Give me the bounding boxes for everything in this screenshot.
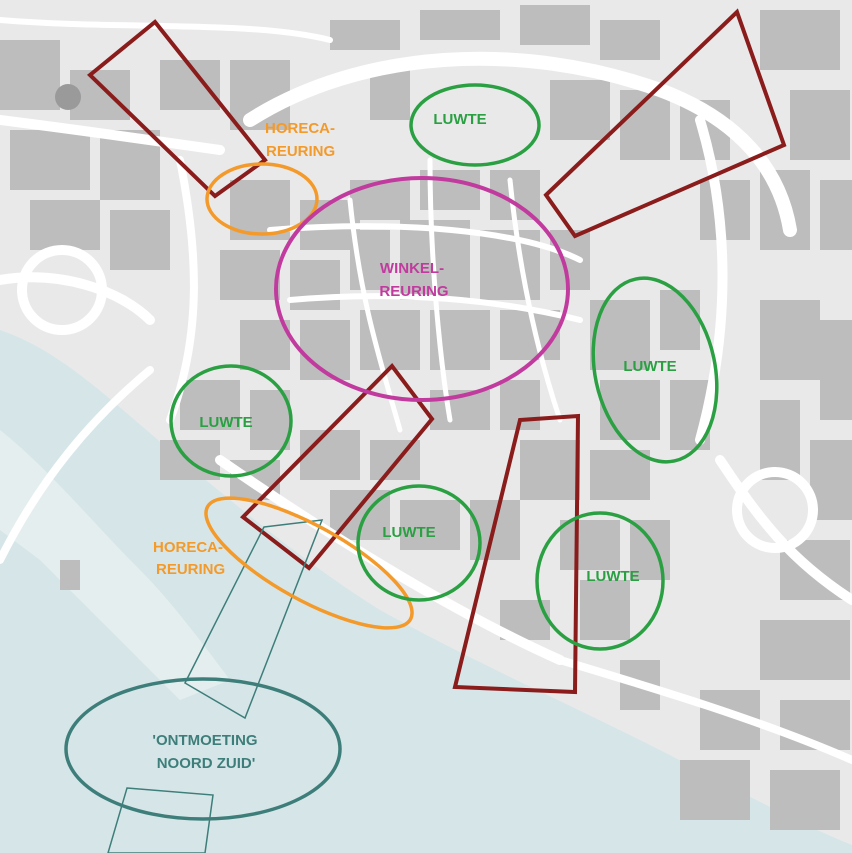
luwte-east-label: LUWTE [623, 358, 676, 375]
luwte-zone-southeast[interactable] [535, 511, 665, 651]
luwte-zone-east[interactable] [577, 267, 733, 474]
corridors [86, 8, 787, 695]
roundabout [732, 467, 818, 553]
meeting-connector-north [184, 519, 324, 720]
luwte-zone-west[interactable] [169, 364, 293, 478]
luwte-west-label: LUWTE [199, 414, 252, 431]
horeca-south-label-line1: HORECA- [153, 539, 223, 556]
luwte-top-label: LUWTE [433, 111, 486, 128]
horeca-south-label-line2: REURING [156, 561, 225, 578]
horeca-zone-south[interactable] [190, 474, 429, 651]
luwte-zone-top[interactable] [409, 83, 541, 167]
meeting-label-line2: NOORD ZUID' [157, 755, 256, 772]
winkel-label-line1: WINKEL- [380, 260, 444, 277]
luwte-center-label: LUWTE [382, 524, 435, 541]
river-inner-bank [0, 430, 230, 700]
horeca-zone-north[interactable] [205, 162, 319, 236]
corridor-northwest[interactable] [86, 19, 268, 199]
luwte-southeast-label: LUWTE [586, 568, 639, 585]
train-station-icon[interactable] [55, 84, 81, 110]
winkel-label-line2: REURING [379, 283, 448, 300]
corridor-central[interactable] [239, 362, 435, 571]
ring-road-loop [17, 245, 107, 335]
winkel-zone[interactable] [274, 176, 570, 402]
meeting-connectors [107, 519, 324, 853]
corridor-northeast[interactable] [543, 8, 787, 239]
meeting-zone[interactable] [64, 677, 342, 821]
meeting-label-line1: 'ONTMOETING [152, 732, 257, 749]
meeting-connector-south [107, 787, 214, 853]
luwte-zone-center[interactable] [356, 484, 482, 602]
river [0, 330, 852, 853]
horeca-north-label-line2: REURING [266, 143, 335, 160]
horeca-north-label-line1: HORECA- [265, 120, 335, 137]
corridor-south[interactable] [452, 413, 581, 695]
